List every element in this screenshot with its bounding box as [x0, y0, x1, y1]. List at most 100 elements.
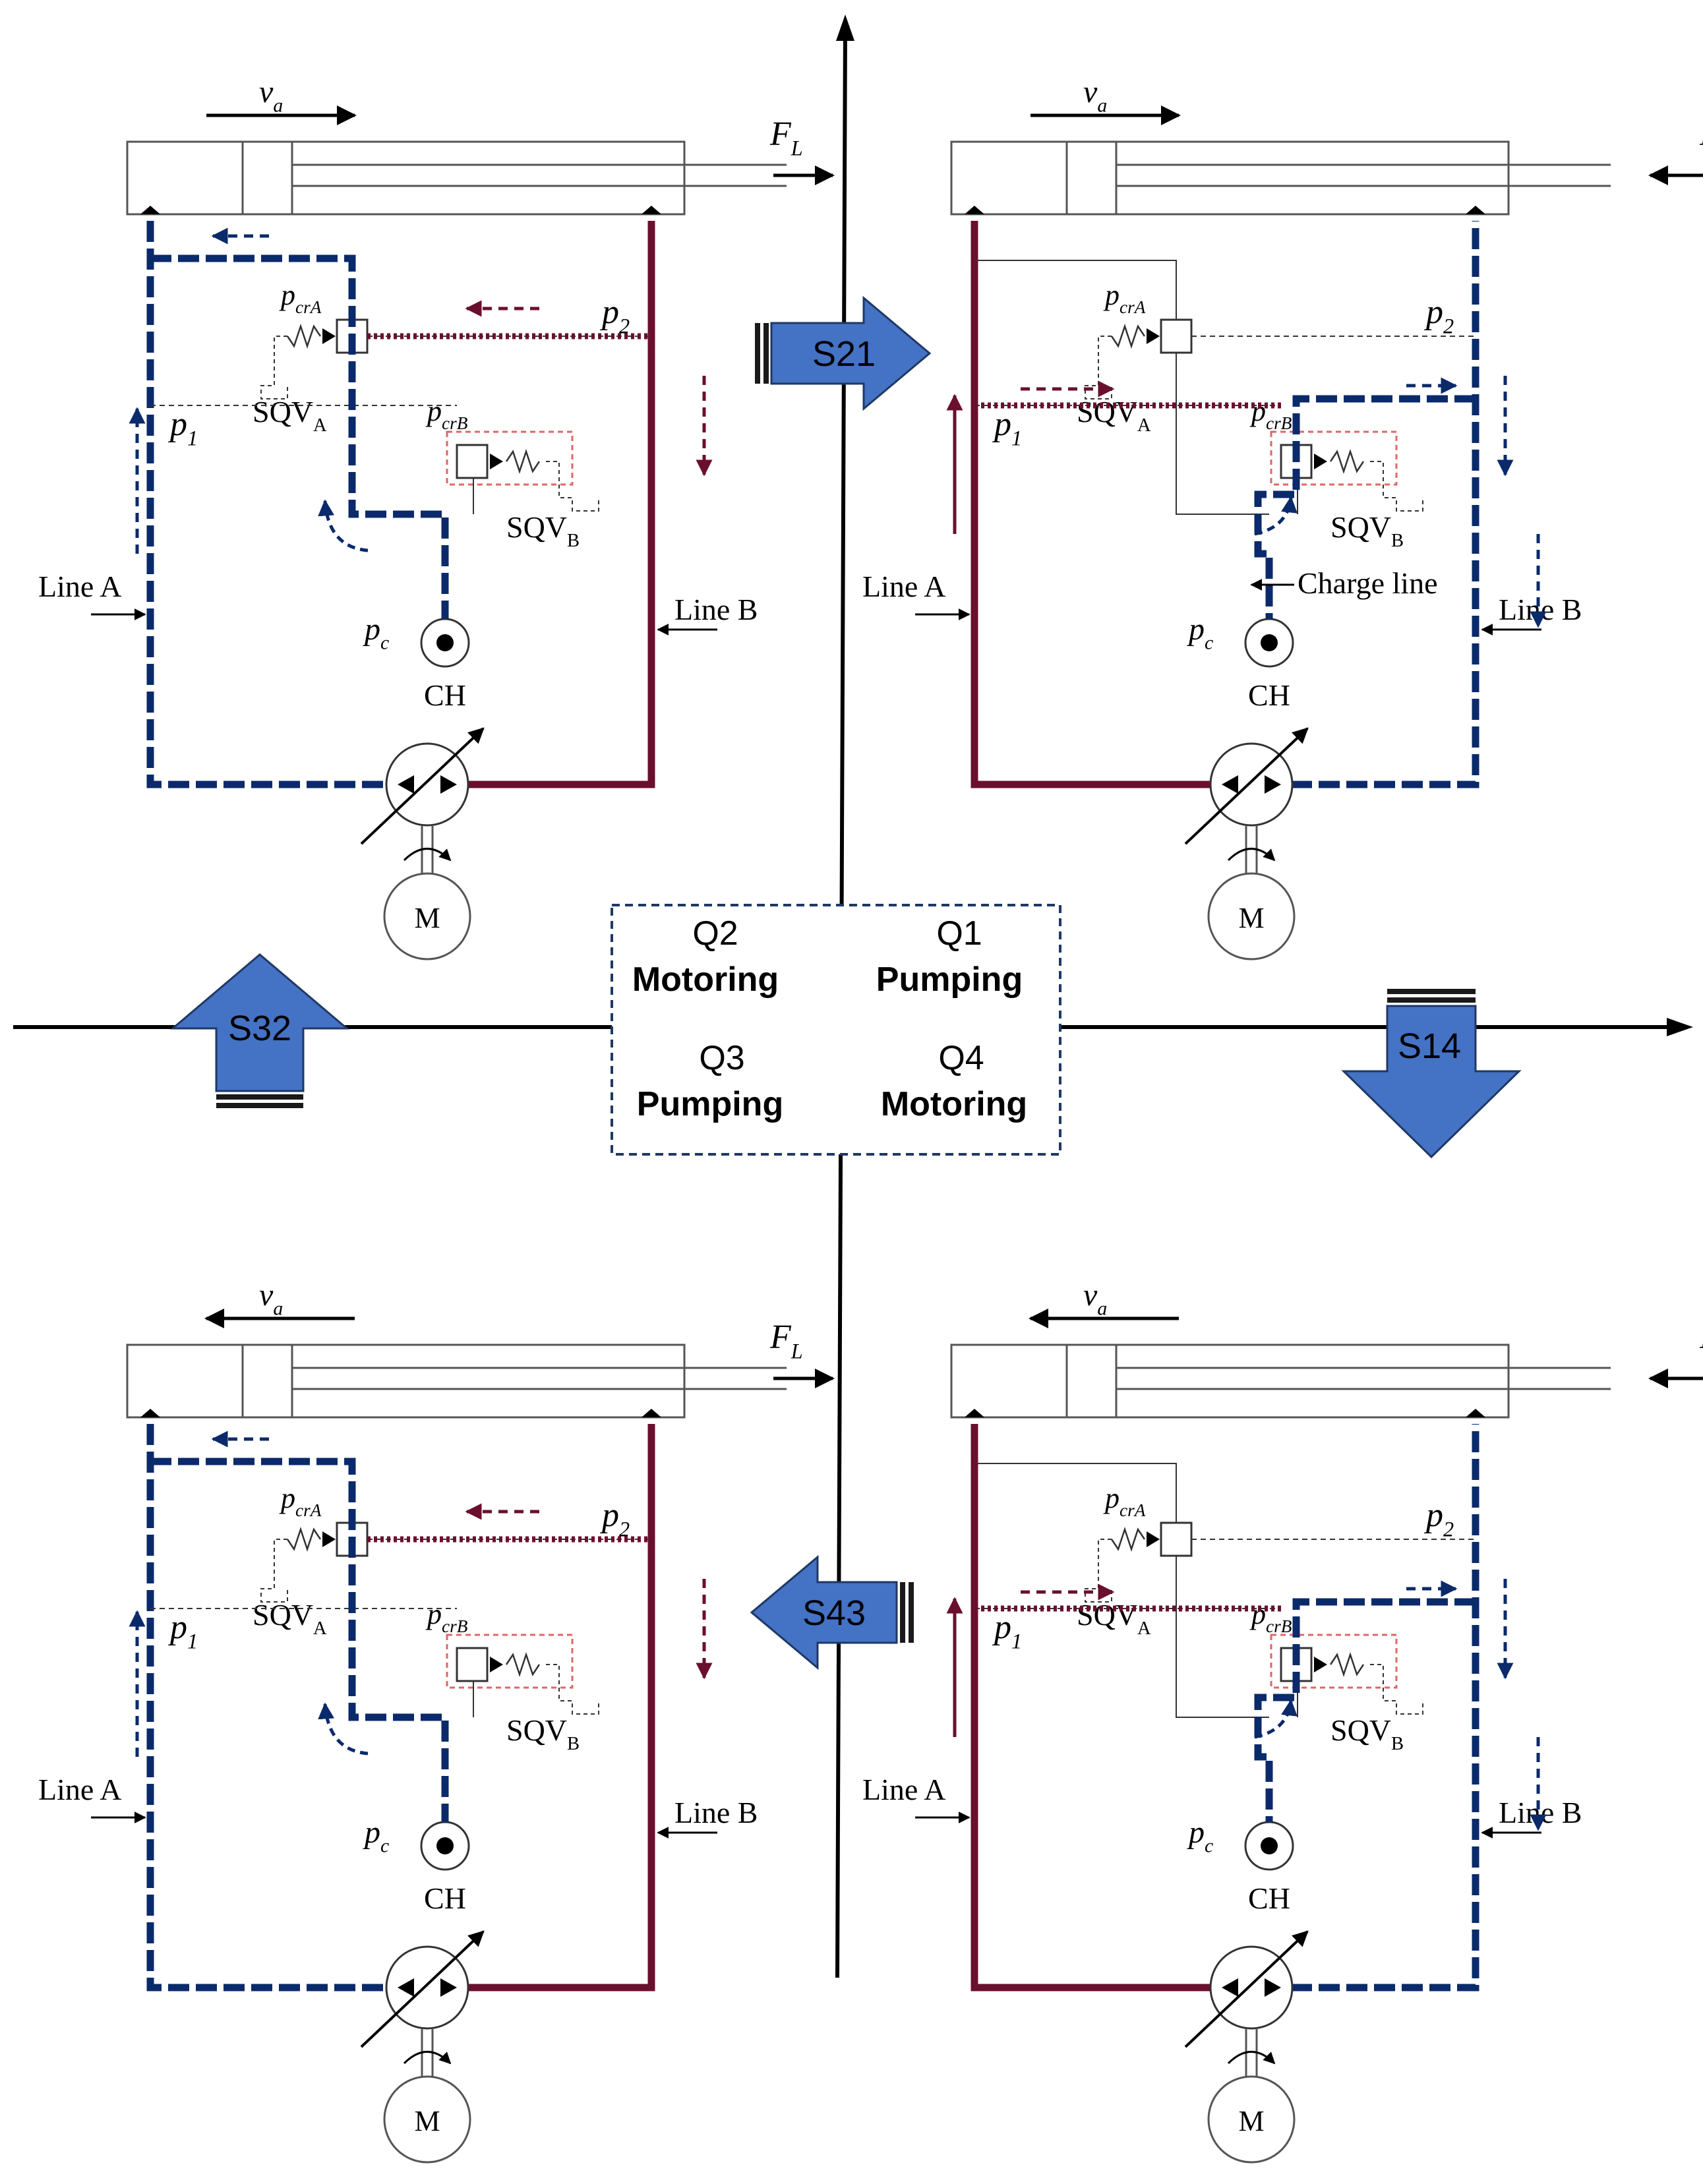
sqvb-drain — [546, 461, 599, 512]
charge-pump-label: CH — [1248, 1881, 1290, 1915]
pc-label: pc — [363, 612, 389, 653]
pcrb-label: pcrB — [425, 395, 468, 433]
pump-triangle-left — [398, 775, 414, 794]
charge-flow-path — [1254, 1598, 1476, 1822]
port-a-marker — [965, 1409, 984, 1417]
charge-line-label: Charge line — [1298, 566, 1437, 600]
force-label: FL — [1699, 1318, 1703, 1363]
switch-arrow-s43: S43 — [750, 1554, 914, 1670]
sqvb-pilot — [1314, 1657, 1327, 1672]
cylinder-body — [126, 1343, 686, 1419]
p2-label: p2 — [599, 1496, 630, 1541]
pc-label: pc — [363, 1815, 389, 1856]
force-label: FL — [1699, 115, 1703, 160]
port-b-marker — [1466, 206, 1485, 214]
charge-pump-dot — [436, 634, 454, 651]
sqva-pilot — [322, 1531, 336, 1547]
sqva-drain — [1085, 1539, 1112, 1603]
sqva-pilot — [322, 328, 336, 344]
switch-arrow-s32: S32 — [169, 953, 350, 1108]
motor-label: M — [414, 902, 440, 934]
sqvb-valve — [456, 1647, 489, 1682]
pcra-label: pcrA — [279, 279, 322, 317]
thin-line-a-to-valve — [974, 1463, 1177, 1523]
line-b-label: Line B — [674, 593, 758, 626]
electric-motor — [1207, 872, 1296, 960]
sqvb-spring — [1329, 449, 1365, 474]
sqva-spring — [286, 1527, 322, 1552]
line-a-label: Line A — [38, 1773, 121, 1806]
p1-label: p1 — [992, 405, 1022, 450]
q4-id: Q4 — [938, 1039, 984, 1077]
sqva-label: SQVA — [253, 1598, 327, 1639]
q3-id: Q3 — [699, 1039, 744, 1077]
port-a-marker — [965, 206, 984, 214]
pump-triangle-left — [398, 1978, 414, 1997]
q2-id: Q2 — [692, 914, 738, 953]
velocity-label: va — [259, 74, 283, 116]
electric-motor — [383, 2075, 471, 2164]
variable-displacement-arrow — [360, 1930, 485, 2048]
rotation-arrow — [403, 848, 452, 862]
q2-mode: Motoring — [632, 960, 779, 999]
port-a-marker — [140, 206, 160, 214]
rotation-arrow — [403, 2051, 452, 2065]
flow-arrow-charge — [318, 499, 369, 552]
pcrb-label: pcrB — [1249, 1598, 1292, 1636]
p1-label: p1 — [992, 1608, 1022, 1653]
flow-arrow-charge — [1254, 496, 1298, 536]
charge-flow-path — [150, 254, 449, 619]
sqvb-pilot-box — [1270, 430, 1398, 486]
electric-motor — [1207, 2075, 1296, 2164]
q1-mode: Pumping — [876, 960, 1023, 999]
charge-pump-label: CH — [424, 1881, 466, 1915]
pcra-label: pcrA — [279, 1482, 322, 1520]
q3-mode: Pumping — [637, 1085, 783, 1123]
pump-unit — [1209, 742, 1294, 827]
line-a-high-pressure — [971, 1424, 1212, 1992]
pump-unit — [385, 742, 469, 827]
pcrb-label: pcrB — [1249, 395, 1292, 433]
sqva-spring — [286, 324, 322, 349]
p2-label: p2 — [1423, 1496, 1454, 1541]
pcra-label: pcrA — [1103, 279, 1146, 317]
p2-label: p2 — [599, 293, 630, 338]
charge-flow-path — [1254, 395, 1476, 619]
sqva-drain — [260, 1539, 288, 1603]
sqvb-label: SQVB — [1330, 510, 1404, 551]
switch-arrow-s14: S14 — [1341, 989, 1522, 1159]
thin-line-a-to-valve — [974, 260, 1177, 320]
electric-motor — [383, 872, 471, 960]
q1-id: Q1 — [936, 914, 982, 953]
line-b-low-pressure — [1291, 1424, 1479, 1992]
sqva-label: SQVA — [1077, 395, 1151, 436]
p2-label: p2 — [1423, 293, 1454, 338]
pump-triangle-right — [440, 1978, 457, 1997]
velocity-label: va — [259, 1278, 283, 1319]
port-b-marker — [642, 1409, 661, 1417]
thin-valve-a-to-charge — [1176, 1556, 1269, 1718]
sqvb-spring — [1329, 1652, 1365, 1677]
sqvb-pilot-box — [446, 1634, 574, 1689]
sqvb-drain — [546, 1664, 599, 1715]
sqvb-drain — [1370, 1664, 1423, 1715]
sqvb-pilot — [490, 454, 503, 469]
p1-label: p1 — [167, 405, 198, 450]
pump-triangle-left — [1222, 775, 1238, 794]
sqvb-label: SQVB — [506, 1713, 580, 1754]
motor-label: M — [414, 2105, 440, 2137]
thin-valve-a-to-charge — [1176, 353, 1269, 515]
sqvb-spring — [505, 449, 541, 474]
sqva-label: SQVA — [1077, 1598, 1151, 1639]
line-b-low-pressure — [1291, 221, 1479, 788]
cylinder-body — [126, 140, 686, 216]
sqva-drain — [1085, 336, 1112, 399]
charge-pump-label: CH — [424, 678, 466, 712]
line-a-label: Line A — [38, 570, 121, 603]
pump-unit — [385, 1945, 469, 2030]
variable-displacement-arrow — [1184, 727, 1309, 845]
sqvb-pilot — [490, 1657, 503, 1672]
